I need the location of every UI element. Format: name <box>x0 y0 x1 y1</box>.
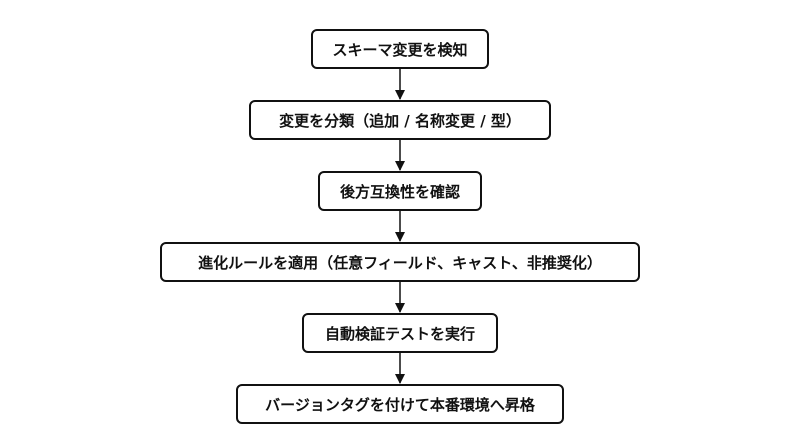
node-label: 後方互換性を確認 <box>339 182 460 201</box>
node-label: 自動検証テストを実行 <box>324 324 475 343</box>
node-apply-evolution-rules: 進化ルールを適用（任意フィールド、キャスト、非推奨化） <box>160 242 640 282</box>
node-run-validation-tests: 自動検証テストを実行 <box>302 313 498 353</box>
node-label: 変更を分類（追加 / 名称変更 / 型） <box>279 111 521 130</box>
node-classify-change: 変更を分類（追加 / 名称変更 / 型） <box>249 100 551 140</box>
node-check-backward-compatibility: 後方互換性を確認 <box>318 171 482 211</box>
node-label: バージョンタグを付けて本番環境へ昇格 <box>265 395 535 414</box>
node-label: スキーマ変更を検知 <box>332 40 468 59</box>
node-promote-to-production: バージョンタグを付けて本番環境へ昇格 <box>236 384 564 424</box>
node-detect-schema-change: スキーマ変更を検知 <box>311 29 489 69</box>
node-label: 進化ルールを適用（任意フィールド、キャスト、非推奨化） <box>198 253 602 272</box>
